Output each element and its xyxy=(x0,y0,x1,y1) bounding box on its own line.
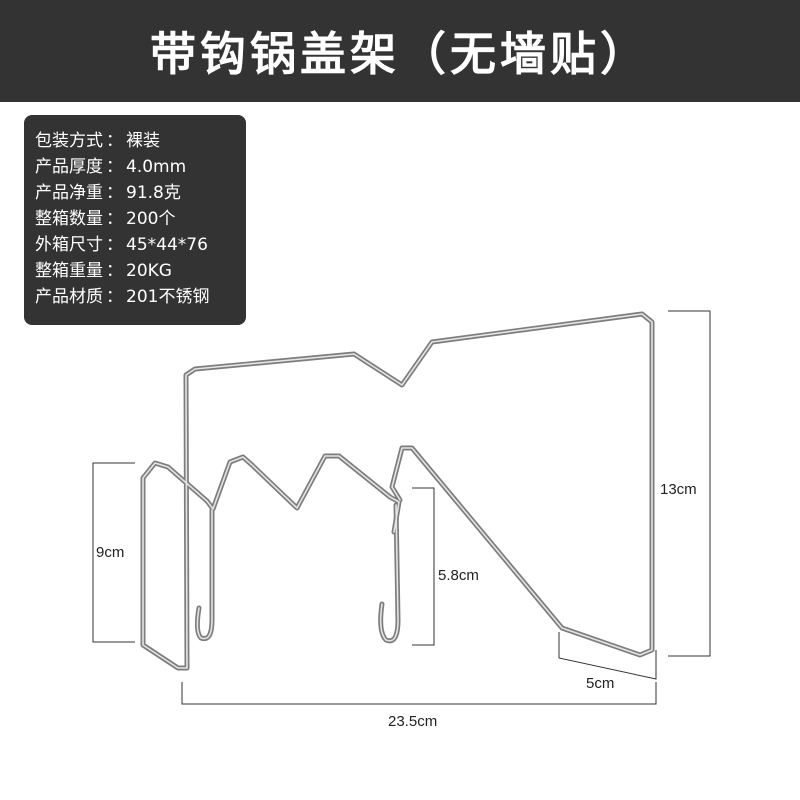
dim-label-depth: 5cm xyxy=(586,675,614,692)
spec-row-packaging: 包装方式：裸装 xyxy=(35,131,160,151)
dim-line-depth xyxy=(558,632,657,680)
dim-label-width: 23.5cm xyxy=(388,713,437,730)
dim-line-hook xyxy=(412,487,435,646)
left-hook-wire xyxy=(194,507,215,642)
back-frame-wire xyxy=(183,311,655,671)
spec-row-carton-weight: 整箱重量：20KG xyxy=(35,261,172,281)
lid-rack-wireframe xyxy=(140,311,655,671)
dim-label-height-left: 9cm xyxy=(96,544,124,561)
spec-row-thickness: 产品厚度：4.0mm xyxy=(35,157,187,177)
dimension-lines xyxy=(92,310,711,705)
title-bar: 带钩锅盖架（无墙贴） xyxy=(0,0,800,102)
dim-label-height-total: 13cm xyxy=(660,481,697,498)
dim-line-width xyxy=(181,682,657,705)
front-hook-wire xyxy=(140,453,402,671)
spec-row-carton-size: 外箱尺寸：45*44*76 xyxy=(35,235,208,255)
dim-line-height-left xyxy=(92,462,135,643)
spec-row-net-weight: 产品净重：91.8克 xyxy=(35,183,181,203)
spec-row-material: 产品材质：201不锈钢 xyxy=(35,287,210,307)
spec-row-carton-qty: 整箱数量：200个 xyxy=(35,209,176,229)
dim-label-hook-length: 5.8cm xyxy=(438,567,479,584)
product-title: 带钩锅盖架（无墙贴） xyxy=(150,27,650,81)
dim-line-height-total xyxy=(668,310,711,657)
spec-panel: 包装方式：裸装 产品厚度：4.0mm 产品净重：91.8克 整箱数量：200个 … xyxy=(24,115,246,325)
